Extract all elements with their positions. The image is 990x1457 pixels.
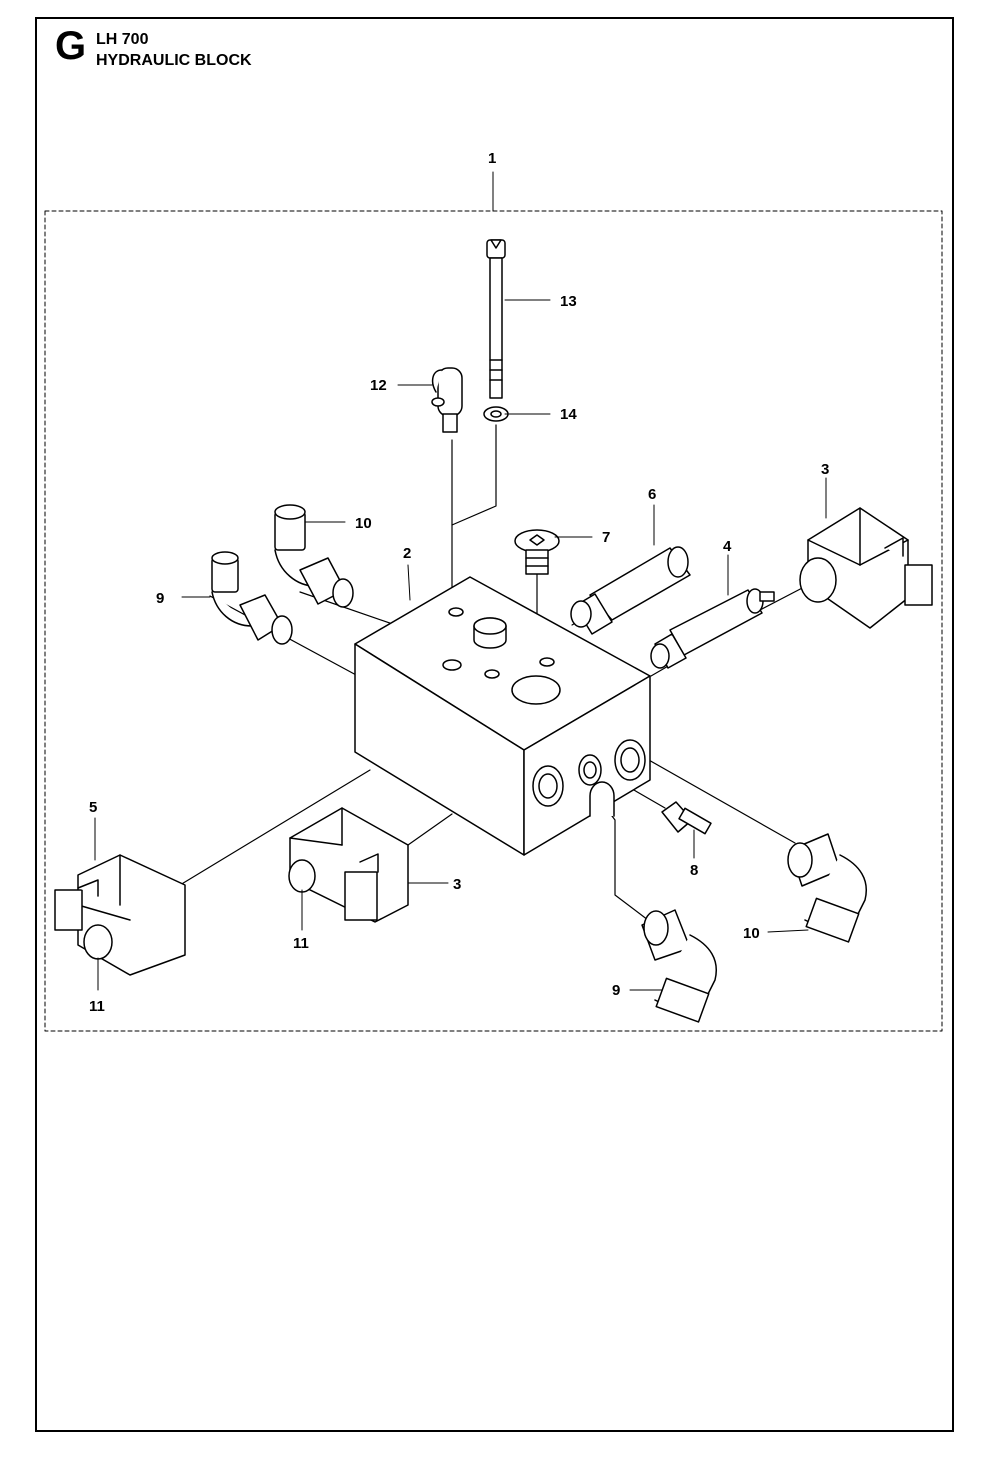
elbow-fitting-9-lower [641,909,717,1023]
callout-4: 4 [723,538,732,555]
callout-5: 5 [89,799,97,816]
solenoid-coil-lower [288,807,409,923]
valve-cartridge-6 [570,546,691,635]
callout-13: 13 [560,293,577,310]
bolt [486,239,506,399]
elbow-fitting-10-upper [274,504,354,608]
nipple-fitting [661,801,712,835]
page-frame [35,17,954,1432]
callout-2: 2 [403,545,411,562]
model-name: LH 700 [96,31,149,48]
callout-6: 6 [648,486,656,503]
plug-with-strap [431,367,463,433]
hydraulic-block [354,576,651,856]
callout-3-lower: 3 [453,876,461,893]
callout-7: 7 [602,529,610,546]
callout-10-lower: 10 [743,925,760,942]
screw-plug [514,529,560,575]
callout-11-left: 11 [89,998,105,1015]
callout-10-upper: 10 [355,515,372,532]
callout-3-upper: 3 [821,461,829,478]
elbow-fitting-10-lower [787,833,867,943]
elbow-fitting-9-upper [211,551,293,645]
callout-8: 8 [690,862,698,879]
valve-cartridge-4 [650,588,775,669]
solenoid-coil-left [54,854,186,976]
callout-1: 1 [488,150,496,167]
solenoid-coil-upper [799,507,933,629]
callout-9-upper: 9 [156,590,164,607]
callout-12: 12 [370,377,387,394]
washer [483,406,509,422]
section-letter: G [55,24,87,68]
callout-14: 14 [560,406,577,423]
diagram-title: HYDRAULIC BLOCK [96,52,252,69]
callout-9-lower: 9 [612,982,620,999]
callout-11-center: 11 [293,935,309,952]
leader-lines [94,299,827,991]
